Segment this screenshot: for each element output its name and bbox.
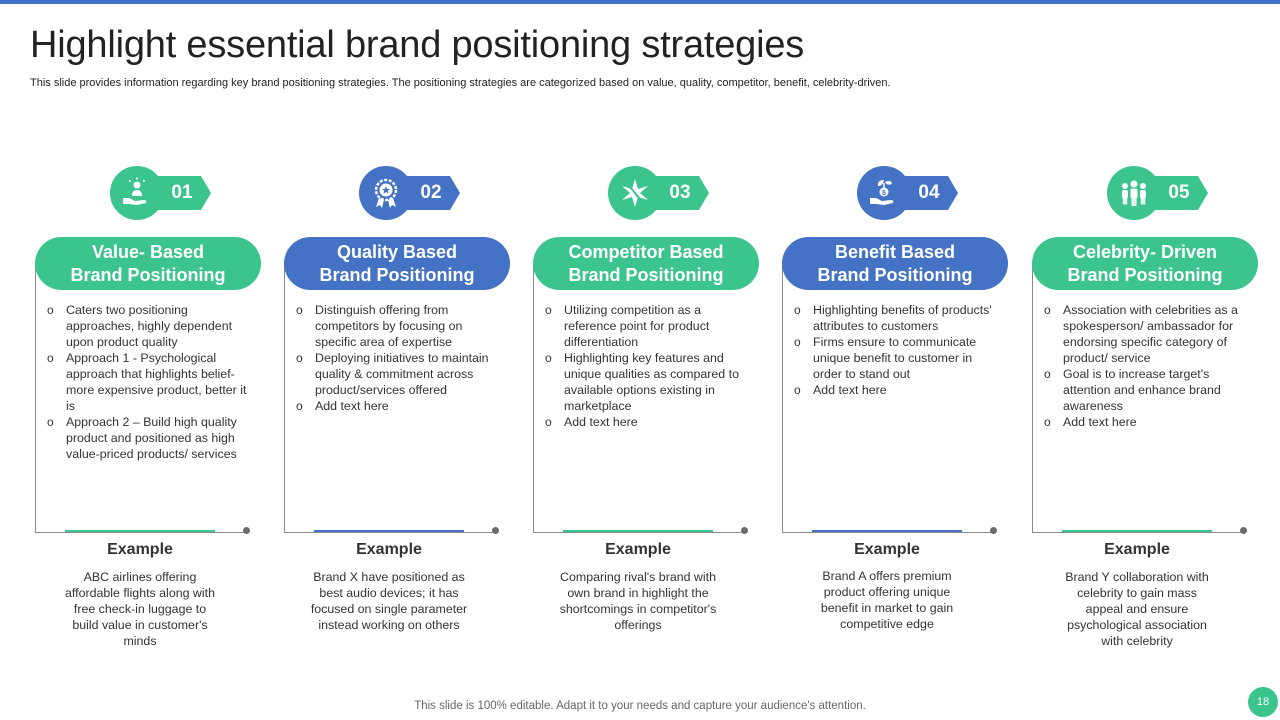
bullet-item: Highlighting key features and unique qua… (545, 350, 750, 414)
example-text: Brand X have positioned as best audio de… (310, 570, 468, 632)
example-text: Brand Y collaboration with celebrity to … (1065, 570, 1209, 648)
frame-end-dot (1240, 527, 1247, 534)
strategy-bullets: Utilizing competition as a reference poi… (545, 302, 750, 430)
example-divider (563, 530, 713, 532)
example-heading: Example (605, 541, 671, 558)
strategy-bullets: Association with celebrities as a spokes… (1044, 302, 1249, 430)
strategy-title-line1: Competitor Based (568, 241, 724, 262)
strategy-title-pill: Celebrity- Driven Brand Positioning (1032, 237, 1258, 290)
frame-end-dot (741, 527, 748, 534)
bullet-item: Add text here (296, 398, 501, 414)
strategy-column-competitor: 03 Competitor Based Brand Positioning Ut… (533, 160, 763, 660)
frame-end-dot (990, 527, 997, 534)
bullet-item: Utilizing competition as a reference poi… (545, 302, 750, 350)
strategy-bullets: Highlighting benefits of products' attri… (794, 302, 999, 398)
example-divider (812, 530, 962, 532)
bullet-item: Goal is to increase target's attention a… (1044, 366, 1249, 414)
strategy-column-celebrity: 05 Celebrity- Driven Brand Positioning A… (1032, 160, 1262, 660)
strategy-column-quality: 02 Quality Based Brand Positioning Disti… (284, 160, 514, 660)
strategy-column-benefit: 04 $ Benefit Based Brand Positioning Hig… (782, 160, 1012, 660)
bullet-item: Add text here (794, 382, 999, 398)
award-ribbon-icon (359, 166, 413, 220)
strategy-title-line1: Quality Based (336, 241, 458, 262)
bullet-item: Highlighting benefits of products' attri… (794, 302, 999, 334)
example-heading: Example (107, 541, 173, 558)
frame-end-dot (492, 527, 499, 534)
example-text: ABC airlines offering affordable flights… (65, 570, 215, 648)
strategy-title-line2: Brand Positioning (1067, 264, 1223, 285)
arrow-burst-icon (608, 166, 662, 220)
page-number-badge: 18 (1248, 687, 1278, 717)
strategy-title-line1: Benefit Based (834, 241, 956, 262)
bullet-item: Approach 1 - Psychological approach that… (47, 350, 252, 414)
slide-title: Highlight essential brand positioning st… (30, 24, 805, 66)
example-heading: Example (1104, 541, 1170, 558)
strategy-body-frame (1032, 264, 1245, 533)
hand-with-person-icon (110, 166, 164, 220)
number-tag: 05 (1150, 176, 1208, 210)
strategy-title-line2: Brand Positioning (319, 264, 475, 285)
number-tag: 02 (402, 176, 460, 210)
strategy-title-pill: Quality Based Brand Positioning (284, 237, 510, 290)
hand-with-dollar-plant-icon: $ (857, 166, 911, 220)
bullet-item: Add text here (1044, 414, 1249, 430)
strategy-body-frame (284, 264, 497, 533)
strategy-title-line2: Brand Positioning (568, 264, 724, 285)
strategy-body-frame (533, 264, 746, 533)
frame-end-dot (243, 527, 250, 534)
example-heading: Example (854, 541, 920, 558)
bullet-item: Distinguish offering from competitors by… (296, 302, 501, 350)
slide-footer: This slide is 100% editable. Adapt it to… (414, 700, 866, 712)
group-of-people-icon (1107, 166, 1161, 220)
strategy-number: 01 (171, 182, 193, 203)
bullet-item: Approach 2 – Build high quality product … (47, 414, 252, 462)
number-tag: 04 (900, 176, 958, 210)
example-divider (65, 530, 215, 532)
example-text: Brand A offers premium product offering … (820, 569, 954, 631)
bullet-item: Caters two positioning approaches, highl… (47, 302, 252, 350)
number-tag: 01 (153, 176, 211, 210)
top-accent-bar (0, 0, 1280, 4)
strategy-title-pill: Benefit Based Brand Positioning (782, 237, 1008, 290)
strategy-number: 05 (1168, 182, 1190, 203)
example-divider (1062, 530, 1212, 532)
strategy-title-pill: Value- Based Brand Positioning (35, 237, 261, 290)
example-heading: Example (356, 541, 422, 558)
bullet-item: Deploying initiatives to maintain qualit… (296, 350, 501, 398)
strategy-body-frame (35, 264, 248, 533)
strategy-body-frame (782, 264, 995, 533)
example-text: Comparing rival's brand with own brand i… (559, 570, 717, 632)
bullet-item: Add text here (545, 414, 750, 430)
strategy-title-line2: Brand Positioning (70, 264, 226, 285)
strategy-bullets: Caters two positioning approaches, highl… (47, 302, 252, 462)
strategy-bullets: Distinguish offering from competitors by… (296, 302, 501, 414)
strategy-title-line2: Brand Positioning (817, 264, 973, 285)
strategy-title-pill: Competitor Based Brand Positioning (533, 237, 759, 290)
strategy-number: 04 (918, 182, 940, 203)
slide-subtitle: This slide provides information regardin… (30, 77, 891, 89)
bullet-item: Firms ensure to communicate unique benef… (794, 334, 999, 382)
strategy-number: 02 (420, 182, 442, 203)
strategy-title-line1: Celebrity- Driven (1072, 241, 1218, 262)
number-tag: 03 (651, 176, 709, 210)
strategy-number: 03 (669, 182, 691, 203)
strategy-column-value: 01 Value- Based Brand Positioning Caters… (35, 160, 265, 660)
bullet-item: Association with celebrities as a spokes… (1044, 302, 1249, 366)
strategy-title-line1: Value- Based (91, 241, 205, 262)
svg-text:$: $ (882, 190, 886, 197)
example-divider (314, 530, 464, 532)
